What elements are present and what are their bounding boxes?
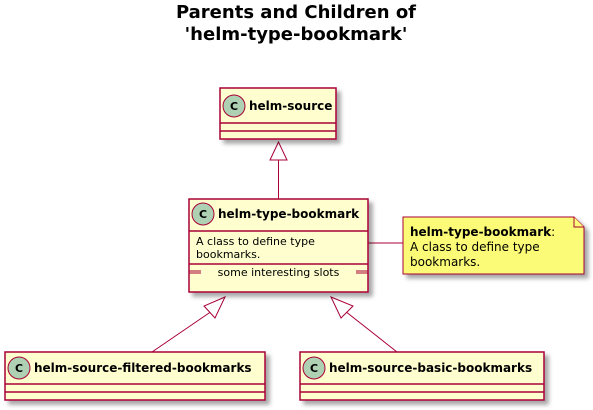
class-helm-source[interactable]: C helm-source [219, 87, 337, 140]
slots-separator: some interesting slots [189, 266, 368, 279]
note-title: helm-type-bookmark: [410, 225, 555, 239]
svg-text:C: C [15, 362, 23, 375]
svg-text:C: C [310, 362, 318, 375]
class-badge-icon: C [302, 356, 326, 380]
inheritance-edge-filtered-to-bookmark [151, 296, 227, 353]
svg-text:C: C [199, 208, 207, 221]
class-name-helm-source: helm-source [249, 99, 332, 113]
diagram-title-line-1: Parents and Children of [176, 2, 416, 23]
class-helm-source-basic-bookmarks[interactable]: C helm-source-basic-bookmarks [299, 351, 545, 401]
class-helm-type-bookmark[interactable]: C helm-type-bookmark A class to define t… [188, 198, 369, 293]
note-line-2: bookmarks. [410, 255, 480, 269]
class-description-line-2: bookmarks. [196, 248, 260, 261]
class-name-helm-type-bookmark: helm-type-bookmark [218, 207, 360, 221]
class-badge-icon: C [7, 356, 31, 380]
class-helm-source-filtered-bookmarks[interactable]: C helm-source-filtered-bookmarks [4, 351, 266, 401]
note-helm-type-bookmark: helm-type-bookmark: A class to define ty… [402, 216, 585, 275]
class-badge-icon: C [222, 94, 246, 118]
slots-label: some interesting slots [218, 266, 340, 279]
note-line-1: A class to define type [410, 240, 540, 254]
inheritance-edge-basic-to-bookmark [329, 296, 398, 353]
class-badge-icon: C [191, 202, 215, 226]
diagram-title-line-2: 'helm-type-bookmark' [185, 24, 408, 45]
inheritance-edge-bookmark-to-source [269, 140, 288, 199]
class-name-helm-source-filtered-bookmarks: helm-source-filtered-bookmarks [34, 361, 252, 375]
class-name-helm-source-basic-bookmarks: helm-source-basic-bookmarks [329, 361, 532, 375]
class-description-line-1: A class to define type [196, 235, 315, 248]
svg-text:C: C [230, 100, 238, 113]
